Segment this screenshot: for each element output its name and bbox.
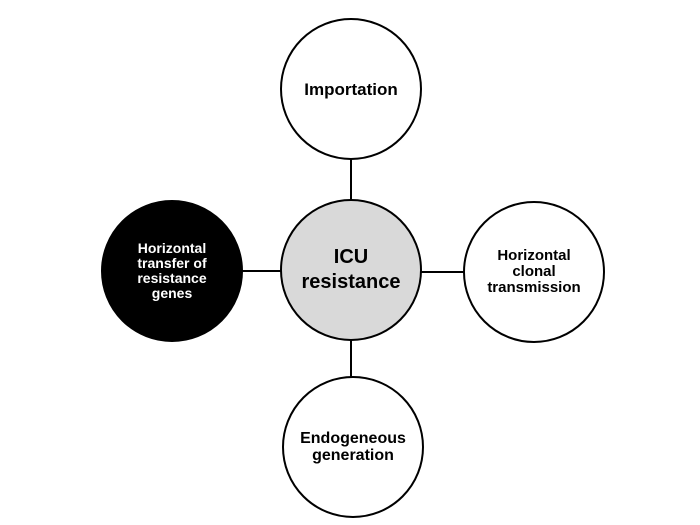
node-importation-label: Importation xyxy=(304,79,398,99)
node-horizontal-transfer-label: Horizontal transfer of resistance genes xyxy=(137,240,207,301)
node-horizontal-clonal-transmission: Horizontal clonal transmission xyxy=(463,201,605,343)
connector-center-to-bottom xyxy=(350,270,352,448)
connector-center-to-right xyxy=(351,271,535,273)
node-icu-resistance-label: ICU resistance xyxy=(301,246,401,293)
node-icu-resistance: ICU resistance xyxy=(280,199,422,341)
connector-center-to-left xyxy=(172,270,352,272)
node-importation: Importation xyxy=(280,18,422,160)
node-endogeneous-generation: Endogeneous generation xyxy=(282,376,424,518)
node-horizontal-clonal-transmission-label: Horizontal clonal transmission xyxy=(487,247,581,296)
connector-center-to-top xyxy=(350,89,352,271)
node-endogeneous-generation-label: Endogeneous generation xyxy=(300,430,406,464)
node-horizontal-transfer: Horizontal transfer of resistance genes xyxy=(101,200,243,342)
